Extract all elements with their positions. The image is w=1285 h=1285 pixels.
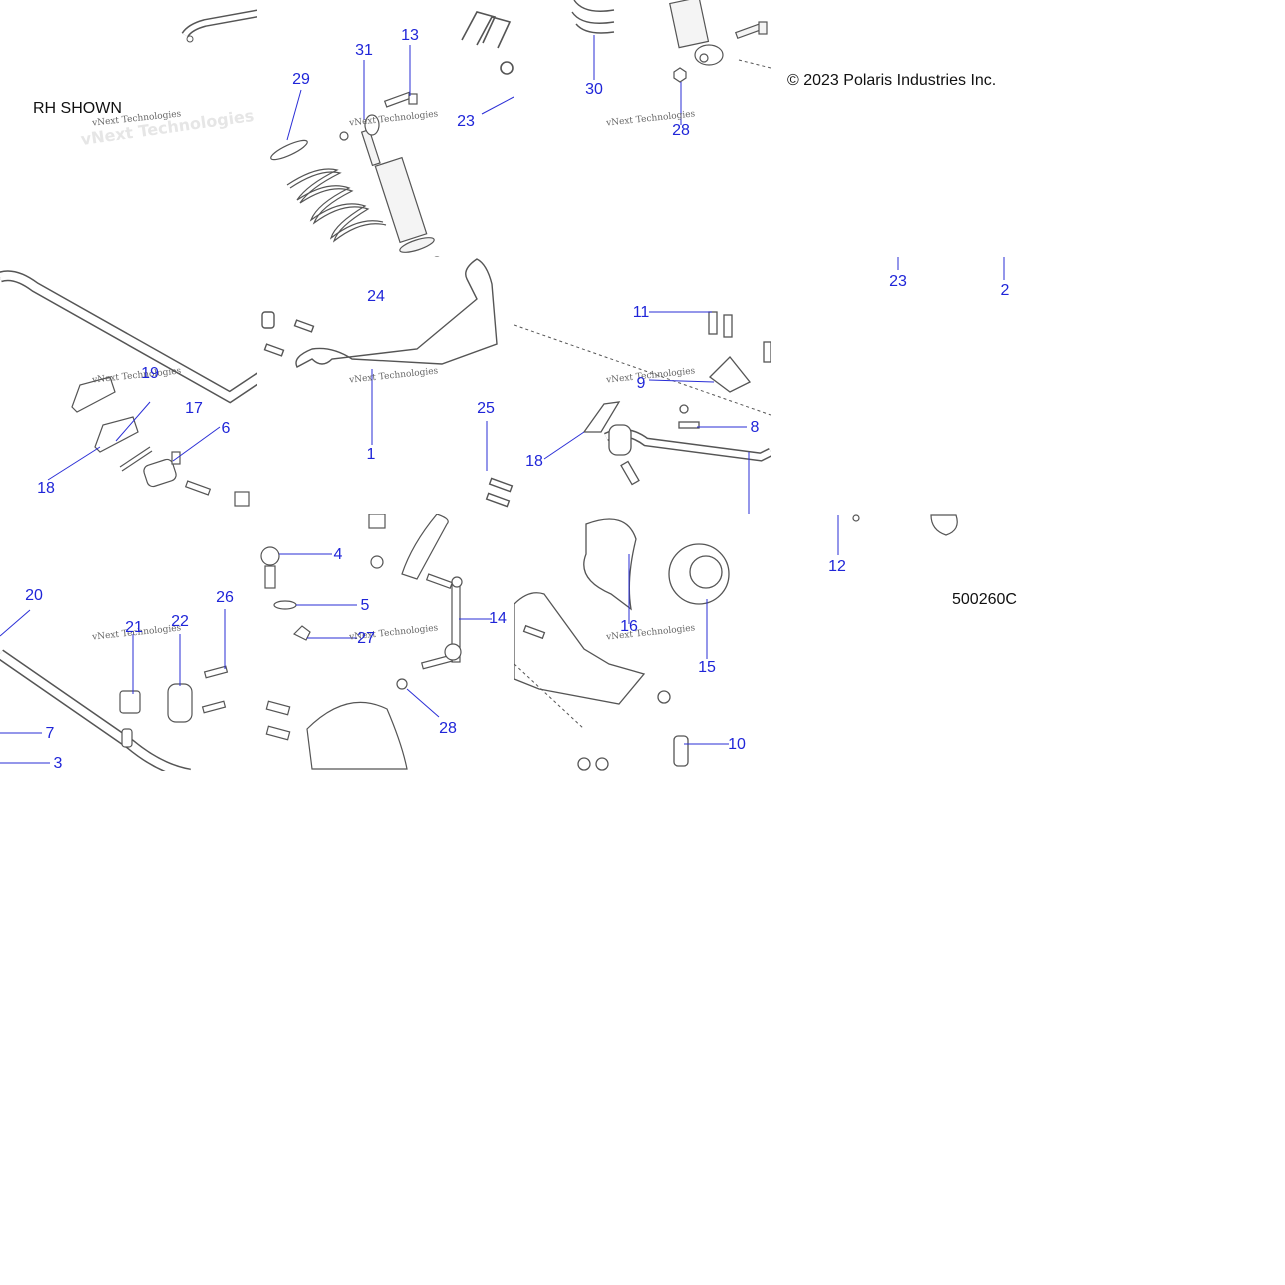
tile-stabilizer-end [0, 0, 257, 257]
ball-joint-drawing [260, 514, 492, 770]
callout-31: 31 [355, 42, 373, 59]
callout-18-right: 18 [525, 453, 543, 470]
tile-stabilizer-bar: vNext Technologies [0, 257, 257, 514]
callout-23-right: 23 [889, 273, 907, 290]
callout-29: 29 [292, 71, 310, 88]
callout-2: 2 [1000, 282, 1010, 299]
knuckle-hub-drawing [514, 518, 730, 771]
callout-9: 9 [636, 375, 646, 392]
tile-shock-spring: vNext Technologies [257, 0, 514, 257]
callout-8: 8 [750, 419, 760, 436]
callout-7: 7 [45, 725, 55, 742]
tile-upper-arm: vNext Technologies [257, 257, 514, 514]
tile-ball-joint: vNext Technologies [257, 514, 514, 771]
callout-26: 26 [216, 589, 234, 606]
callout-25: 25 [477, 400, 495, 417]
callout-13: 13 [401, 27, 419, 44]
tile-shock-lower: vNext Technologies [514, 0, 771, 257]
shock-spring-drawing [270, 11, 514, 257]
callout-15: 15 [698, 659, 716, 676]
callout-5: 5 [360, 597, 370, 614]
callout-10: 10 [728, 736, 746, 753]
stabilizer-bar-drawing [0, 270, 257, 507]
callout-12: 12 [828, 558, 846, 575]
bar-bushings-drawing [0, 609, 229, 771]
callout-20: 20 [25, 587, 43, 604]
callout-4: 4 [333, 546, 343, 563]
stabilizer-end-drawing [181, 9, 257, 43]
callout-6: 6 [221, 420, 231, 437]
callout-27: 27 [357, 630, 375, 647]
tile-bar-bushings: vNext Technologies [0, 514, 257, 771]
bracket-drawing [514, 311, 771, 514]
callout-14: 14 [489, 610, 507, 627]
callout-30: 30 [585, 81, 603, 98]
callout-28-lower: 28 [439, 720, 457, 737]
callout-17: 17 [185, 400, 203, 417]
right-fragments-bottom [837, 514, 958, 555]
callout-23: 23 [457, 113, 475, 130]
diagram-id: 500260C [952, 591, 1017, 608]
callout-16: 16 [620, 618, 638, 635]
tile-bracket: vNext Technologies [514, 257, 771, 514]
callout-11: 11 [632, 304, 650, 321]
callout-22: 22 [171, 613, 189, 630]
callout-3: 3 [53, 755, 63, 772]
callout-1: 1 [366, 446, 376, 463]
callout-21: 21 [125, 619, 143, 636]
copyright-notice: © 2023 Polaris Industries Inc. [787, 72, 997, 89]
upper-arm-drawing [261, 258, 514, 508]
callout-19: 19 [141, 365, 159, 382]
callout-24: 24 [367, 288, 385, 305]
right-fragments-top [897, 257, 1005, 280]
rh-shown-label: RH SHOWN [33, 100, 122, 117]
callout-28: 28 [672, 122, 690, 139]
callout-18: 18 [37, 480, 55, 497]
tile-knuckle-hub: vNext Technologies [514, 514, 771, 771]
shock-lower-drawing [571, 0, 771, 125]
